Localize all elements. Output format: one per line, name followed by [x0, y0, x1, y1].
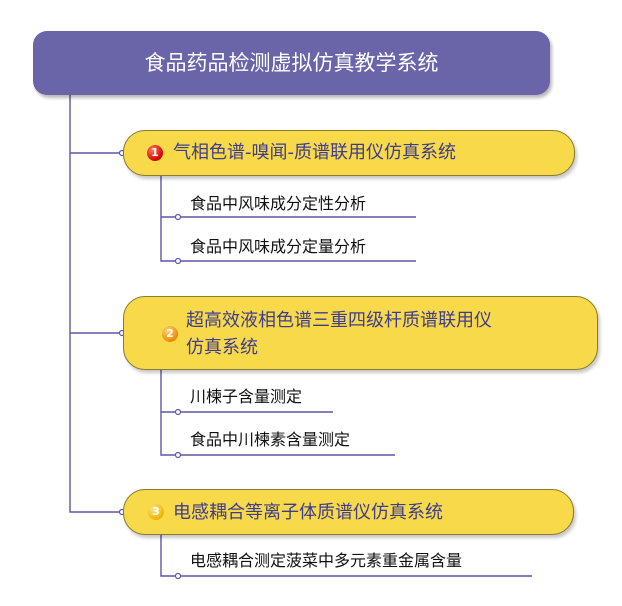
- topic-2-child-2[interactable]: 食品中川楝素含量测定: [190, 430, 351, 449]
- root-title: 食品药品检测虚拟仿真教学系统: [144, 51, 439, 75]
- number-badge-3-icon: 3: [148, 504, 164, 520]
- topic-2[interactable]: 2 超高效液相色谱三重四级杆质谱联用仪 仿真系统: [123, 296, 598, 370]
- root-topic[interactable]: 食品药品检测虚拟仿真教学系统: [33, 31, 550, 95]
- topic-1-child-2[interactable]: 食品中风味成分定量分析: [190, 237, 367, 256]
- topic-3[interactable]: 3 电感耦合等离子体质谱仪仿真系统: [123, 489, 574, 535]
- topic-2-title-line-2: 仿真系统: [186, 337, 258, 358]
- t1-child-line: [160, 176, 416, 262]
- trunk-line: [69, 95, 122, 513]
- topic-2-child-1[interactable]: 川楝子含量测定: [190, 387, 303, 406]
- topic-1[interactable]: 1 气相色谱-嗅闻-质谱联用仪仿真系统: [123, 130, 575, 176]
- topic-1-child-1[interactable]: 食品中风味成分定性分析: [190, 194, 367, 213]
- number-badge-2-icon: 2: [162, 326, 178, 342]
- topic-1-title: 气相色谱-嗅闻-质谱联用仪仿真系统: [173, 142, 456, 163]
- t2-child-line: [160, 369, 395, 456]
- number-badge-1-icon: 1: [147, 145, 163, 161]
- topic-3-child-1[interactable]: 电感耦合测定菠菜中多元素重金属含量: [190, 551, 463, 570]
- t3-child-line: [160, 535, 532, 577]
- topic-3-title: 电感耦合等离子体质谱仪仿真系统: [173, 502, 443, 523]
- topic-2-title-line-1: 超高效液相色谱三重四级杆质谱联用仪: [186, 310, 492, 331]
